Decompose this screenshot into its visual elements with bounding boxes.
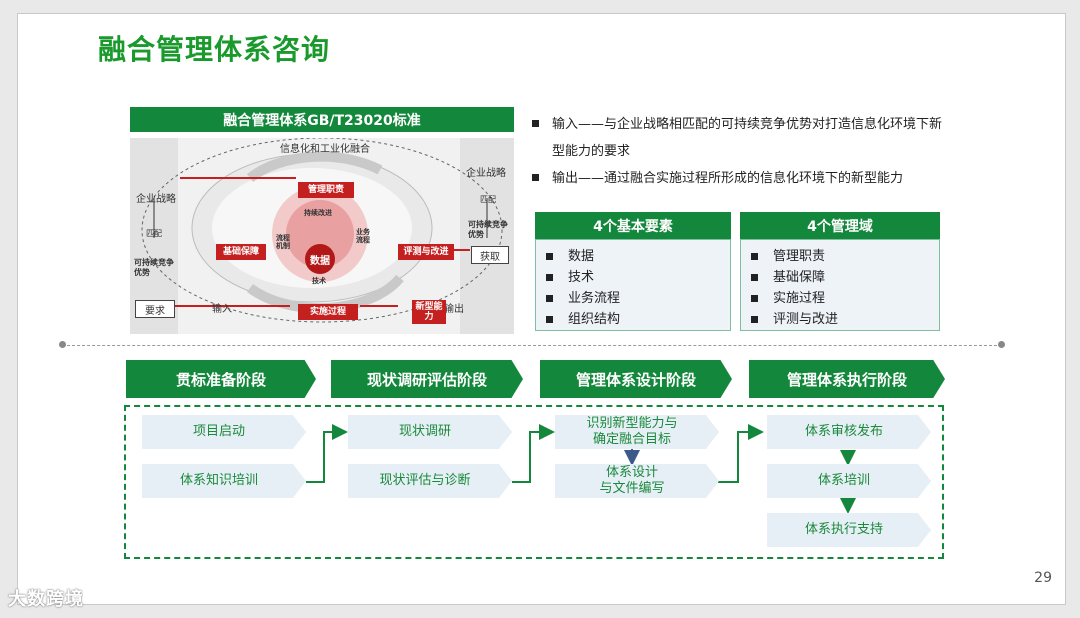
- step-execution-support: 体系执行支持: [767, 513, 931, 547]
- step-system-training-exec: 体系培训: [767, 464, 931, 498]
- step-project-kickoff: 项目启动: [142, 415, 306, 449]
- step-system-training: 体系知识培训: [142, 464, 306, 498]
- step-audit-release: 体系审核发布: [767, 415, 931, 449]
- step-status-survey: 现状调研: [348, 415, 512, 449]
- step-system-design: 体系设计 与文件编写: [555, 464, 719, 498]
- slide: 融合管理体系咨询 融合管理体系GB/T23020标准 信息化和工业化融合 企业战…: [17, 13, 1066, 605]
- page-number: 29: [1034, 570, 1052, 586]
- watermark: 大数跨境: [8, 585, 84, 611]
- step-status-assessment: 现状评估与诊断: [348, 464, 512, 498]
- step-identify-capability: 识别新型能力与 确定融合目标: [555, 415, 719, 449]
